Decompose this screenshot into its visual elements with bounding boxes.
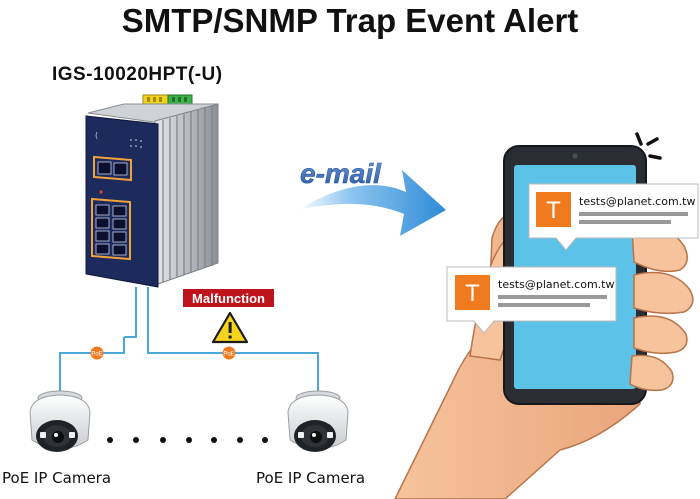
industrial-switch: (	[85, 94, 219, 288]
notification-avatar-icon	[536, 192, 571, 227]
svg-text:(: (	[95, 131, 98, 140]
notification-card: T tests@planet.com.tw	[446, 266, 617, 334]
device-model-label: IGS-10020HPT(-U)	[52, 64, 223, 85]
ringing-marks	[635, 132, 662, 160]
svg-text:PoE: PoE	[223, 352, 234, 358]
page-title: SMTP/SNMP Trap Event Alert	[121, 2, 579, 39]
email-label: e-mail	[300, 158, 382, 189]
camera-label: PoE IP Camera	[2, 469, 112, 487]
sfp-ports	[93, 155, 132, 182]
ip-camera	[287, 390, 349, 452]
camera-label: PoE IP Camera	[256, 469, 366, 487]
svg-text:T: T	[546, 199, 561, 224]
poe-badge: PoE	[222, 346, 236, 360]
notification-card: T tests@planet.com.tw	[528, 183, 699, 251]
notification-avatar-icon	[455, 275, 490, 310]
email-arrow: e-mail	[298, 158, 446, 236]
rj45-ports	[91, 197, 131, 261]
svg-text:Malfunction: Malfunction	[192, 291, 265, 306]
svg-text:PoE: PoE	[91, 352, 102, 358]
ellipsis-dots	[107, 437, 268, 443]
svg-text:T: T	[465, 282, 480, 307]
warning-icon	[211, 311, 249, 344]
svg-text:tests@planet.com.tw: tests@planet.com.tw	[498, 278, 614, 291]
svg-text:tests@planet.com.tw: tests@planet.com.tw	[579, 195, 695, 208]
poe-badge: PoE	[90, 346, 104, 360]
ip-camera	[29, 390, 91, 452]
malfunction-badge: Malfunction	[183, 289, 274, 307]
heat-sink	[154, 103, 219, 286]
